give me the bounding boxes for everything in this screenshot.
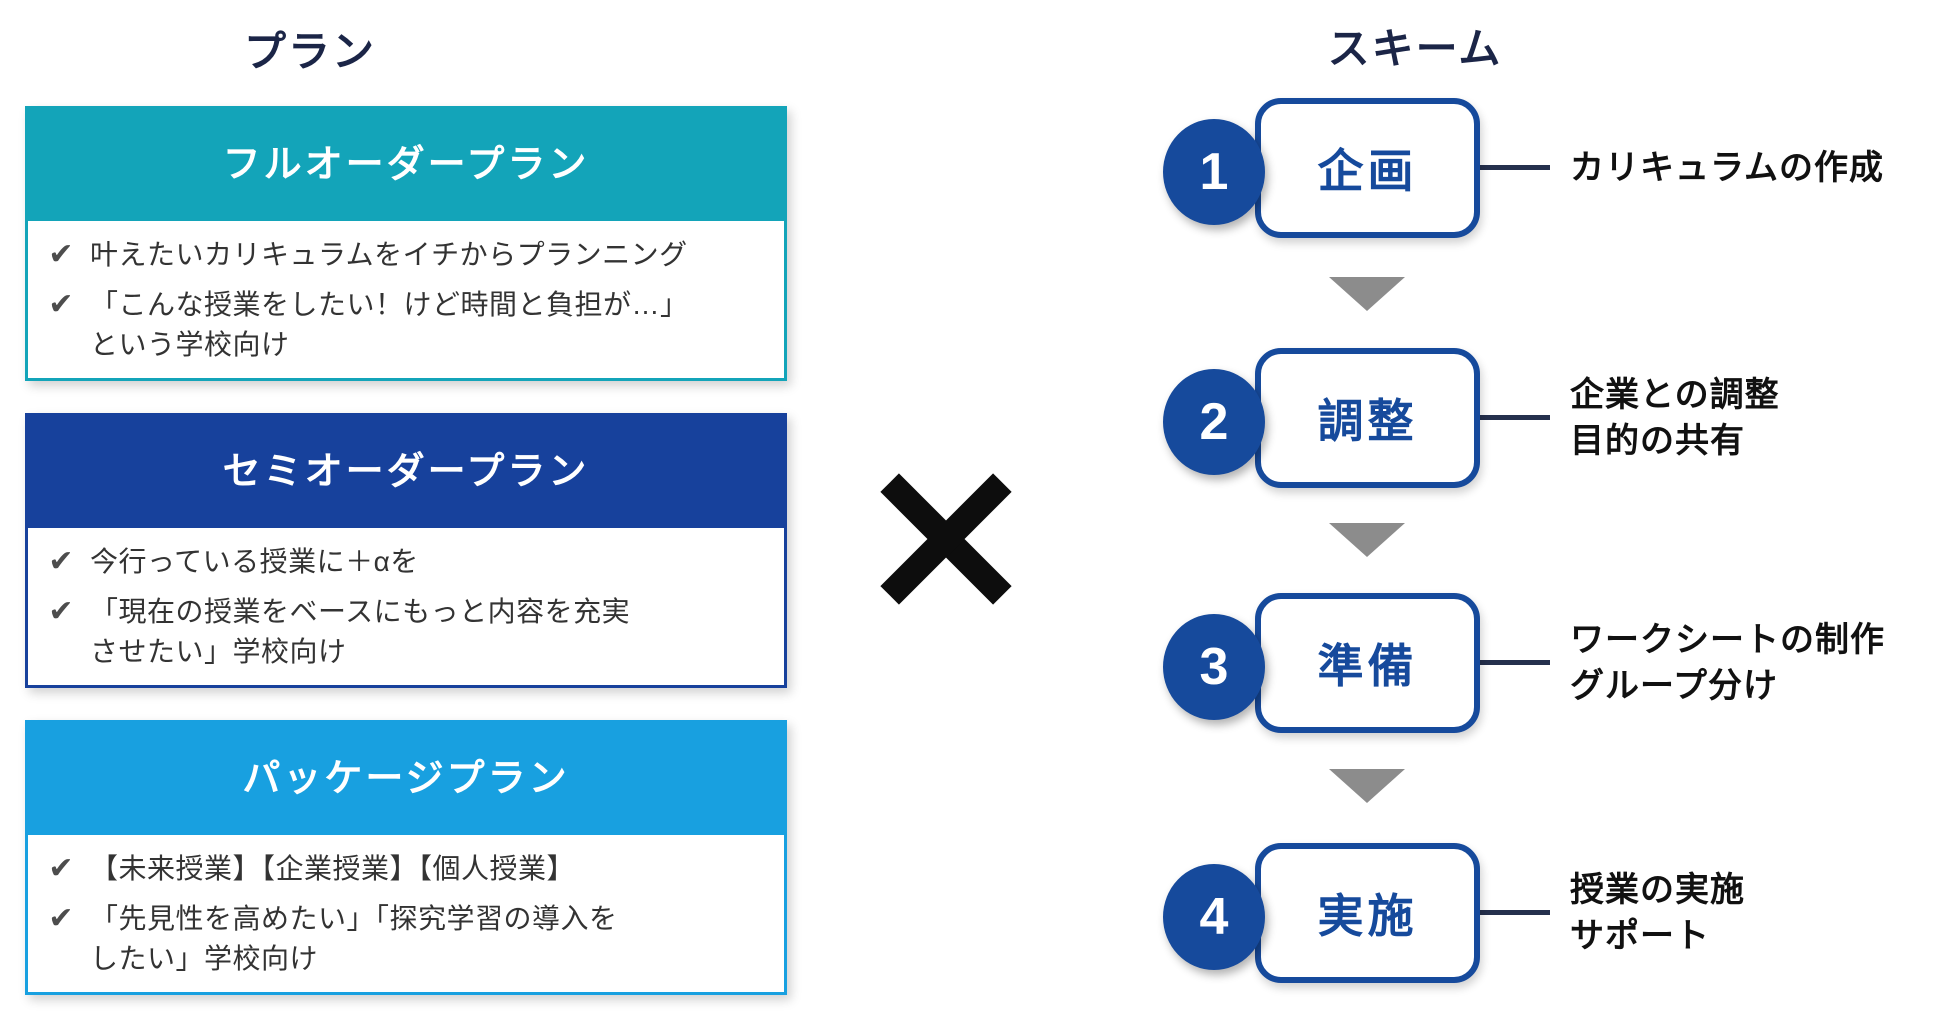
plan-feature-list: ✔ 今行っている授業に＋αを ✔ 「現在の授業をベースにもっと内容を充実 させた… <box>28 528 784 685</box>
step-description: カリキュラムの作成 <box>1570 149 1884 187</box>
plans-title: プラン <box>243 28 376 75</box>
connector-line <box>1478 165 1550 170</box>
multiply-icon <box>878 471 1014 607</box>
check-icon: ✔ <box>48 545 74 578</box>
step-description: 授業の実施 サポート <box>1570 871 1745 955</box>
step-label-box: 企画 <box>1255 98 1480 238</box>
plan-feature-list: ✔ 【未来授業】【企業授業】【個人授業】 ✔ 「先見性を高めたい」「探究学習の導… <box>28 835 784 992</box>
plan-feature-item: ✔ 今行っている授業に＋αを <box>44 542 768 582</box>
plans-section: プラン フルオーダープラン ✔ 叶えたいカリキュラムをイチからプランニング ✔ <box>25 18 787 995</box>
check-icon: ✔ <box>48 852 74 885</box>
down-arrow-icon <box>1329 277 1405 311</box>
check-icon: ✔ <box>48 288 74 321</box>
scheme-title: スキーム <box>1327 25 1503 72</box>
plan-feature-item: ✔ 「現在の授業をベースにもっと内容を充実 させたい」学校向け <box>44 592 768 672</box>
plan-card-title: フルオーダープラン <box>28 109 784 221</box>
plan-card-title: パッケージプラン <box>28 723 784 835</box>
step-number-badge: 4 <box>1163 864 1265 970</box>
plan-feature-item: ✔ 「先見性を高めたい」「探究学習の導入を したい」学校向け <box>44 899 768 979</box>
step-row-planning: 1 企画 カリキュラムの作成 <box>1145 98 1945 238</box>
step-row-preparation: 3 準備 ワークシートの制作 グループ分け <box>1145 593 1945 733</box>
connector-line <box>1478 910 1550 915</box>
plan-feature-text: 「こんな授業をしたい！けど時間と負担が…」 という学校向け <box>90 289 689 360</box>
step-number-badge: 3 <box>1163 614 1265 720</box>
plan-feature-text: 【未来授業】【企業授業】【個人授業】 <box>90 853 576 884</box>
plan-feature-text: 叶えたいカリキュラムをイチからプランニング <box>90 239 688 270</box>
down-arrow-icon <box>1329 523 1405 557</box>
connector-line <box>1478 660 1550 665</box>
step-label-box: 準備 <box>1255 593 1480 733</box>
step-label-box: 調整 <box>1255 348 1480 488</box>
plan-feature-item: ✔ 「こんな授業をしたい！けど時間と負担が…」 という学校向け <box>44 285 768 365</box>
step-number-badge: 1 <box>1163 119 1265 225</box>
down-arrow-icon <box>1329 769 1405 803</box>
connector-line <box>1478 415 1550 420</box>
step-number-badge: 2 <box>1163 369 1265 475</box>
step-description: ワークシートの制作 グループ分け <box>1570 621 1885 705</box>
plan-feature-text: 「現在の授業をベースにもっと内容を充実 させたい」学校向け <box>90 596 631 667</box>
check-icon: ✔ <box>48 595 74 628</box>
plan-feature-text: 「先見性を高めたい」「探究学習の導入を したい」学校向け <box>90 903 618 974</box>
step-label-box: 実施 <box>1255 843 1480 983</box>
check-icon: ✔ <box>48 238 74 271</box>
plan-feature-list: ✔ 叶えたいカリキュラムをイチからプランニング ✔ 「こんな授業をしたい！けど時… <box>28 221 784 378</box>
plan-feature-item: ✔ 【未来授業】【企業授業】【個人授業】 <box>44 849 768 889</box>
plan-card-semi-order: セミオーダープラン ✔ 今行っている授業に＋αを ✔ 「現在の授業をベースにもっ… <box>25 413 787 688</box>
step-row-implementation: 4 実施 授業の実施 サポート <box>1145 843 1945 983</box>
plan-feature-text: 今行っている授業に＋αを <box>90 546 419 577</box>
step-description: 企業との調整 目的の共有 <box>1570 376 1780 460</box>
scheme-section: スキーム 1 企画 カリキュラムの作成 2 調整 企業との調整 目的の共有 3 … <box>1145 15 1945 1015</box>
plan-card-package: パッケージプラン ✔ 【未来授業】【企業授業】【個人授業】 ✔ 「先見性を高めた… <box>25 720 787 995</box>
plan-card-full-order: フルオーダープラン ✔ 叶えたいカリキュラムをイチからプランニング ✔ 「こんな… <box>25 106 787 381</box>
plan-cards: フルオーダープラン ✔ 叶えたいカリキュラムをイチからプランニング ✔ 「こんな… <box>25 106 787 995</box>
plan-feature-item: ✔ 叶えたいカリキュラムをイチからプランニング <box>44 235 768 275</box>
step-row-adjustment: 2 調整 企業との調整 目的の共有 <box>1145 348 1945 488</box>
plan-card-title: セミオーダープラン <box>28 416 784 528</box>
check-icon: ✔ <box>48 902 74 935</box>
